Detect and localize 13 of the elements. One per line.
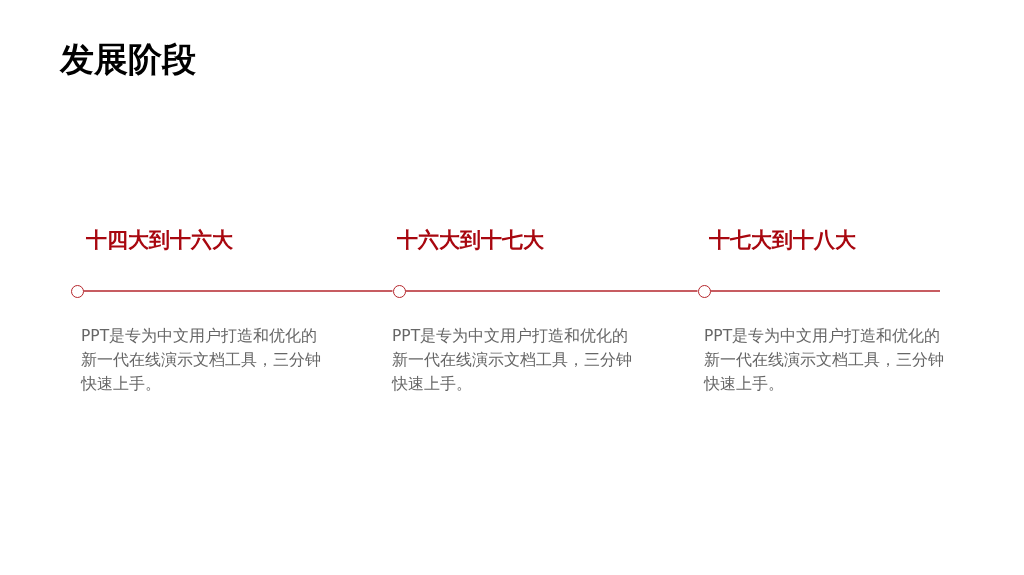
stage-description: PPT是专为中文用户打造和优化的新一代在线演示文档工具，三分钟快速上手。 (81, 326, 322, 395)
timeline-dot (392, 284, 406, 298)
stage-description: PPT是专为中文用户打造和优化的新一代在线演示文档工具，三分钟快速上手。 (392, 326, 633, 395)
page-title: 发展阶段 (60, 38, 196, 81)
stage-description: PPT是专为中文用户打造和优化的新一代在线演示文档工具，三分钟快速上手。 (704, 326, 945, 395)
timeline-dot (697, 284, 711, 298)
stage-heading: 十四大到十六大 (86, 227, 233, 253)
timeline-dot (70, 284, 84, 298)
stage-heading: 十六大到十七大 (397, 227, 544, 253)
timeline-line (709, 290, 941, 292)
timeline-line (82, 290, 394, 292)
timeline-line (404, 290, 699, 292)
stage-heading: 十七大到十八大 (709, 227, 856, 253)
